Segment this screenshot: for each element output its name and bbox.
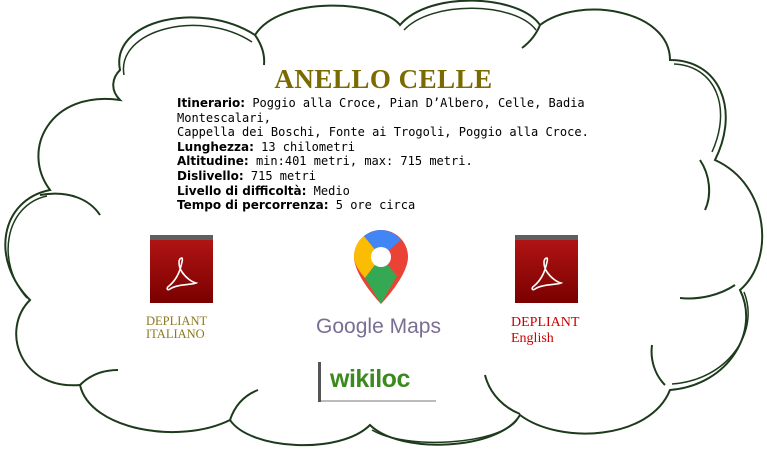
depliant-english-caption[interactable]: DEPLIANT English (511, 315, 579, 347)
pdf-english-link[interactable] (515, 235, 578, 303)
length-value: 13 chilometri (253, 139, 356, 154)
itinerary-label: Itinerario: (177, 96, 246, 110)
depliant-italiano-caption[interactable]: DEPLIANT ITALIANO (146, 315, 207, 341)
duration-label: Tempo di percorrenza: (177, 198, 329, 213)
altitude-line: Altitudine: min:401 metri, max: 715 metr… (177, 154, 677, 169)
depliant-it-line2: ITALIANO (146, 327, 205, 341)
itinerary-info: Itinerario: Poggio alla Croce, Pian D’Al… (177, 96, 677, 213)
difficulty-line: Livello di difficoltà: Medio (177, 184, 677, 199)
wikiloc-label: wikiloc (330, 365, 410, 393)
altitude-value: min:401 metri, max: 715 metri. (248, 154, 473, 169)
itinerary-value: Poggio alla Croce, Pian D’Albero, Celle,… (177, 96, 585, 125)
elevation-label: Dislivello: (177, 168, 244, 183)
google-maps-link[interactable]: Google Maps (301, 226, 456, 342)
pdf-icon-top-en (515, 235, 578, 240)
pdf-icon (515, 240, 578, 303)
google-maps-label: Google Maps (316, 315, 441, 338)
pdf-icon (150, 240, 213, 303)
difficulty-label: Livello di difficoltà: (177, 183, 307, 198)
wikiloc-link[interactable]: wikiloc (318, 362, 436, 402)
duration-line: Tempo di percorrenza: 5 ore circa (177, 198, 677, 213)
acrobat-icon (531, 257, 564, 291)
depliant-en-line1: DEPLIANT (511, 315, 580, 330)
altitude-label: Altitudine: (177, 154, 249, 169)
pdf-italiano-link[interactable] (150, 235, 213, 303)
wikiloc-logo-underline (321, 400, 436, 402)
pdf-icon-top (150, 235, 213, 240)
duration-value: 5 ore circa (328, 198, 416, 213)
elevation-line: Dislivello: 715 metri (177, 169, 677, 184)
itinerary-line: Itinerario: Poggio alla Croce, Pian D’Al… (177, 96, 677, 125)
acrobat-icon (166, 257, 199, 291)
depliant-it-line1: DEPLIANT (146, 314, 208, 328)
page-title: ANELLO CELLE (274, 64, 493, 94)
itinerary-line-2: Cappella dei Boschi, Fonte ai Trogoli, P… (177, 125, 589, 140)
length-label: Lunghezza: (177, 139, 254, 154)
google-maps-pin-icon (354, 230, 408, 304)
length-line: Lunghezza: 13 chilometri (177, 140, 677, 155)
difficulty-value: Medio (306, 183, 350, 198)
wikiloc-logo-bar (318, 362, 321, 402)
elevation-value: 715 metri (243, 168, 316, 183)
depliant-en-line2: English (511, 331, 554, 346)
